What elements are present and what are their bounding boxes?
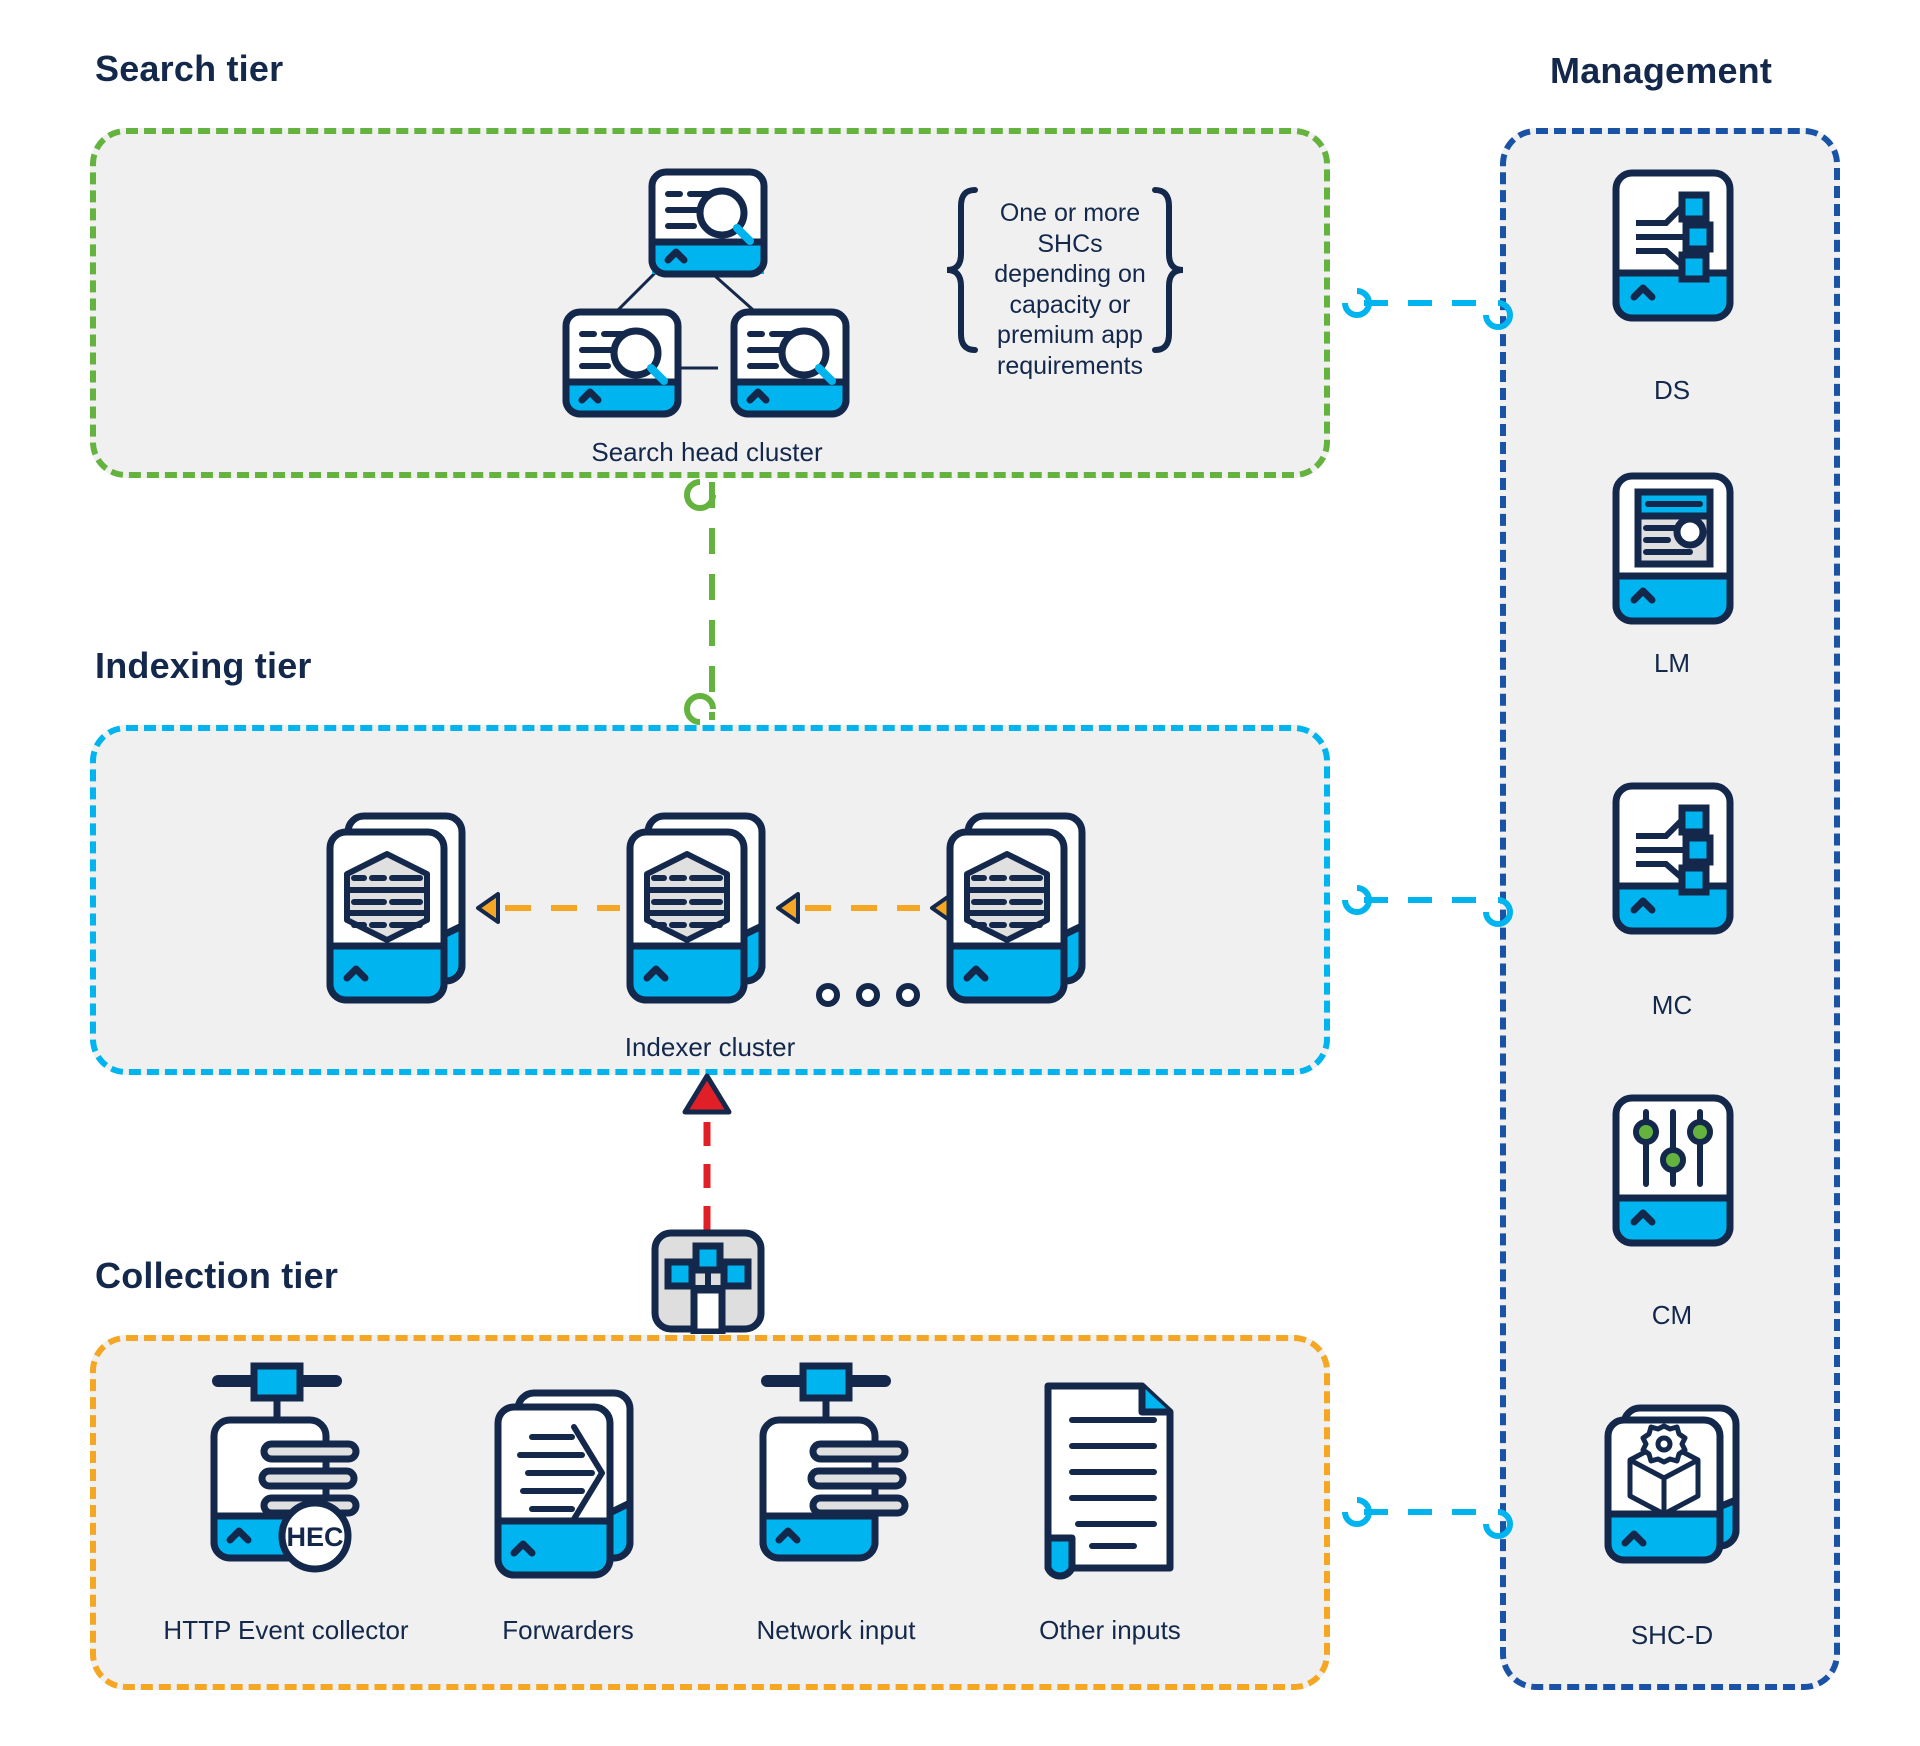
- other-inputs-node[interactable]: [1030, 1378, 1190, 1588]
- indexer-icon: [626, 812, 766, 1004]
- red-arrow-head: [682, 1073, 732, 1115]
- deployment-node[interactable]: [650, 1228, 766, 1336]
- gear-icon: [1640, 1423, 1688, 1465]
- indexing-tier-title: Indexing tier: [95, 645, 312, 686]
- search-head-right[interactable]: [730, 308, 850, 418]
- hec-icon: HEC: [210, 1362, 360, 1573]
- network-input-icon: [759, 1362, 909, 1562]
- indexer-1[interactable]: [322, 808, 472, 1008]
- network-input-node[interactable]: [745, 1358, 925, 1583]
- forwarders-label: Forwarders: [502, 1615, 634, 1645]
- indexer-cluster-label: Indexer cluster: [624, 1032, 796, 1062]
- indexer-2[interactable]: [622, 808, 772, 1008]
- indexer-icon: [326, 812, 466, 1004]
- license-manager-icon: [1612, 472, 1734, 625]
- management-item-cm[interactable]: [1608, 1090, 1738, 1250]
- mgmt-link-search: [1342, 288, 1513, 330]
- network-input-label: Network input: [756, 1615, 916, 1645]
- search-head-icon: [648, 168, 768, 278]
- management-item-ds[interactable]: [1608, 165, 1738, 325]
- mc-label: MC: [1651, 990, 1693, 1020]
- forwarders-node[interactable]: [490, 1385, 650, 1585]
- monitoring-console-icon: [1612, 782, 1734, 935]
- search-to-index-jumps: [684, 479, 716, 725]
- management-item-mc[interactable]: [1608, 778, 1738, 938]
- indexer-3[interactable]: [942, 808, 1092, 1008]
- lm-label: LM: [1653, 648, 1691, 678]
- collection-tier-title: Collection tier: [95, 1255, 339, 1296]
- indexer-icon: [946, 812, 1086, 1004]
- search-head-icon: [562, 308, 682, 418]
- mgmt-link-indexing: [1342, 885, 1513, 927]
- other-inputs-label: Other inputs: [1039, 1615, 1181, 1645]
- hec-badge-text: HEC: [286, 1522, 343, 1552]
- forwarder-icon: [494, 1389, 634, 1579]
- search-head-cluster-label: Search head cluster: [591, 437, 823, 467]
- deployment-server-icon: [1612, 169, 1734, 322]
- cm-label: CM: [1651, 1300, 1693, 1330]
- shc-annotation-text: One or more SHCs depending on capacity o…: [994, 199, 1146, 380]
- management-item-shcd[interactable]: [1600, 1400, 1745, 1570]
- antenna-icon: [212, 1362, 342, 1420]
- hec-label: HTTP Event collector: [163, 1615, 409, 1645]
- management-item-lm[interactable]: [1608, 468, 1738, 628]
- search-head-icon: [730, 308, 850, 418]
- search-tier-title: Search tier: [95, 48, 284, 89]
- ds-label: DS: [1653, 375, 1691, 405]
- management-title: Management: [1550, 50, 1773, 91]
- search-head-left[interactable]: [562, 308, 682, 418]
- deployment-topology-icon: [651, 1229, 765, 1336]
- hec-node[interactable]: HEC: [196, 1358, 376, 1583]
- antenna-icon: [761, 1362, 891, 1420]
- search-head-top[interactable]: [648, 168, 768, 278]
- cluster-manager-icon: [1612, 1094, 1734, 1247]
- shc-deployer-icon: [1604, 1404, 1740, 1564]
- shcd-label: SHC-D: [1630, 1620, 1714, 1650]
- mgmt-link-collection: [1342, 1497, 1513, 1539]
- document-icon: [1044, 1382, 1174, 1580]
